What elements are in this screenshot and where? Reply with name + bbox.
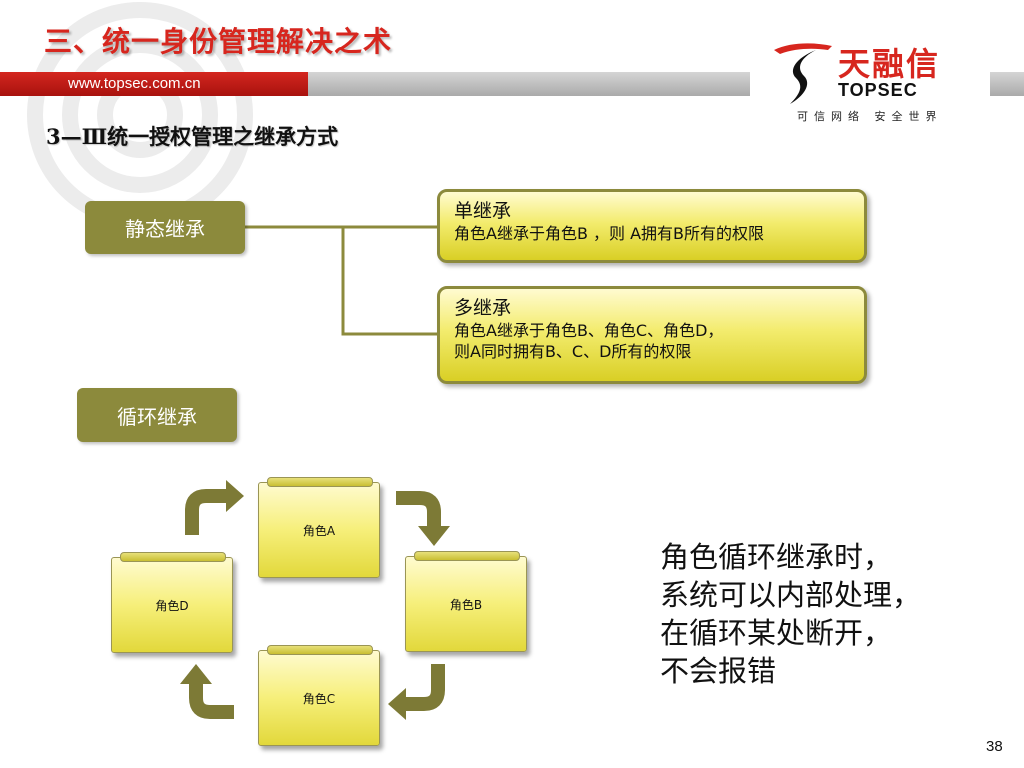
logo-tagline: 可信网络 安全世界 [797, 110, 943, 123]
role-a-tab [267, 477, 373, 487]
page-number: 38 [986, 738, 1003, 755]
role-c-box: 角色C [258, 645, 380, 746]
multiple-inheritance-box: 多继承 角色A继承于角色B、角色C、角色D， 则A同时拥有B、C、D所有的权限 [437, 286, 867, 384]
single-inheritance-box: 单继承 角色A继承于角色B ，则 A拥有B所有的权限 [437, 189, 867, 263]
single-inheritance-desc: 角色A继承于角色B ，则 A拥有B所有的权限 [454, 224, 765, 243]
arrow-c-to-d-icon [189, 682, 234, 719]
header-gray-bar-right [990, 72, 1024, 96]
multiple-inheritance-desc-2: 则A同时拥有B、C、D所有的权限 [454, 342, 692, 361]
role-a-label: 角色A [302, 523, 336, 538]
role-d-tab [120, 552, 226, 562]
role-a-box: 角色A [258, 477, 380, 578]
cyclic-note-line-2: 系统可以内部处理， [660, 578, 922, 612]
arrow-b-to-c-icon [404, 664, 445, 711]
static-inheritance-label: 静态继承 [85, 201, 245, 254]
cyclic-note-line-1: 角色循环继承时， [660, 540, 893, 574]
logo-name-cn: 天融信 [838, 45, 941, 83]
role-b-box: 角色B [405, 551, 527, 652]
role-b-label: 角色B [449, 597, 483, 612]
role-c-tab [267, 645, 373, 655]
single-inheritance-title: 单继承 [454, 200, 512, 222]
cyclic-inheritance-label: 循环继承 [77, 388, 237, 442]
slide-title: 三、统一身份管理解决之术 [44, 25, 393, 58]
role-c-label: 角色C [302, 691, 336, 706]
arrow-d-to-a-icon [185, 489, 228, 535]
cyclic-note-line-3: 在循环某处断开， [660, 616, 893, 650]
arrow-a-to-b-icon [396, 491, 441, 530]
role-d-label: 角色D [155, 598, 189, 613]
role-d-box: 角色D [111, 552, 233, 653]
cyclic-note-line-4: 不会报错 [660, 654, 777, 688]
logo-name-en: TOPSEC [838, 80, 918, 100]
multiple-inheritance-desc-1: 角色A继承于角色B、角色C、角色D， [454, 321, 724, 340]
topsec-logo-icon [774, 43, 832, 104]
website-url: www.topsec.com.cn [68, 75, 201, 92]
multiple-inheritance-title: 多继承 [454, 297, 512, 319]
connector-to-multi [341, 227, 437, 336]
cyclic-note: 角色循环继承时， 系统可以内部处理， 在循环某处断开， 不会报错 [660, 538, 921, 690]
header-gray-bar [308, 72, 750, 96]
header-red-bar [0, 72, 308, 96]
role-b-tab [414, 551, 520, 561]
slide-subtitle: 3—Ⅲ统一授权管理之继承方式 [46, 124, 339, 149]
